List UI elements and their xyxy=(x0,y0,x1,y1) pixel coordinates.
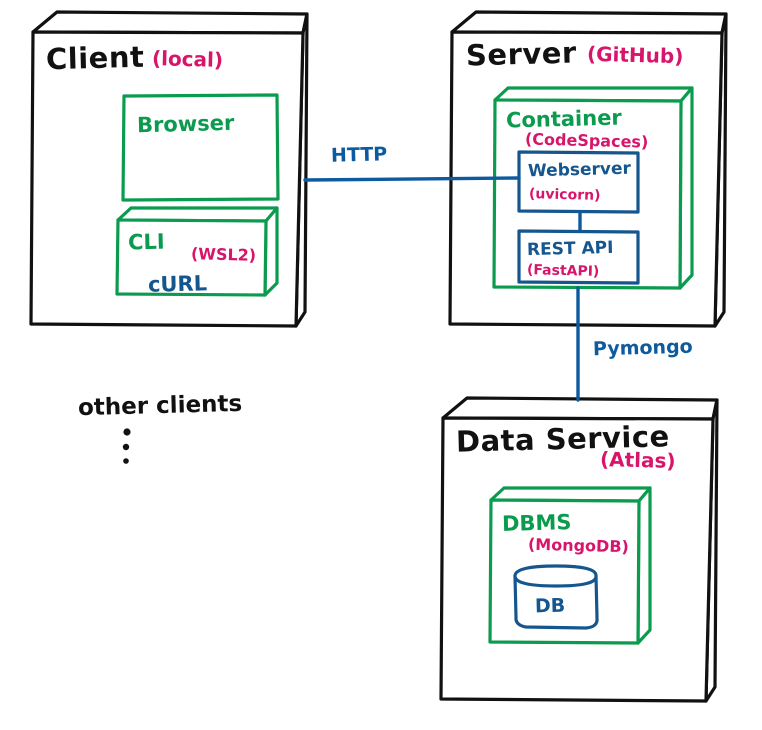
client-annotation: (local) xyxy=(152,46,224,72)
vertical-ellipsis-icon xyxy=(122,428,131,464)
browser-box-outline xyxy=(121,93,280,202)
node-client[interactable]: Client (local) Browser CLI (WSL2) cURL xyxy=(29,10,309,328)
rest-api-label: REST API xyxy=(527,238,614,260)
note-other-clients: other clients xyxy=(78,391,243,464)
http-connector-line xyxy=(303,176,521,182)
server-annotation: (GitHub) xyxy=(587,42,684,69)
pymongo-connector-label: Pymongo xyxy=(593,336,693,361)
data-service-box-top-face xyxy=(441,396,719,421)
node-dbms[interactable]: DBMS (MongoDB) DB xyxy=(488,486,652,645)
cli-box-front-face xyxy=(115,218,268,297)
node-cli[interactable]: CLI (WSL2) cURL xyxy=(115,206,279,297)
client-box-top-face xyxy=(31,10,309,35)
node-data-service[interactable]: Data Service (Atlas) DBMS (MongoDB) DB xyxy=(439,396,719,703)
dbms-label: DBMS xyxy=(502,510,572,536)
db-cylinder-body xyxy=(513,574,599,630)
other-clients-label: other clients xyxy=(78,391,243,421)
db-cylinder-top-ellipse xyxy=(513,564,598,588)
dbms-annotation: (MongoDB) xyxy=(528,535,629,557)
db-label: DB xyxy=(535,595,566,618)
container-label: Container xyxy=(506,105,623,132)
rest-api-annotation: (FastAPI) xyxy=(527,262,600,280)
cli-annotation: (WSL2) xyxy=(191,244,257,265)
node-db-cylinder[interactable]: DB xyxy=(513,564,599,630)
webserver-label: Webserver xyxy=(528,159,632,182)
server-title: Server xyxy=(466,36,578,73)
node-server[interactable]: Server (GitHub) Container (CodeSpaces) W… xyxy=(448,10,728,328)
node-rest-api[interactable]: REST API (FastAPI) xyxy=(517,229,640,285)
node-browser[interactable]: Browser xyxy=(121,93,280,202)
server-box-top-face xyxy=(450,10,728,35)
webserver-box-outline xyxy=(517,150,640,214)
connector-client-to-server[interactable]: HTTP xyxy=(303,143,521,182)
webserver-annotation: (uvicorn) xyxy=(529,186,601,204)
connector-server-to-data[interactable]: Pymongo xyxy=(576,286,693,402)
node-webserver[interactable]: Webserver (uvicorn) xyxy=(517,150,640,214)
node-container[interactable]: Container (CodeSpaces) Webserver (uvicor… xyxy=(492,86,694,290)
data-service-title: Data Service xyxy=(456,419,671,459)
rest-api-box-outline xyxy=(517,229,640,285)
browser-label: Browser xyxy=(137,111,236,138)
cli-label: CLI xyxy=(128,230,165,255)
cli-tool-curl: cURL xyxy=(148,271,208,297)
data-service-annotation: (Atlas) xyxy=(600,447,676,473)
container-annotation: (CodeSpaces) xyxy=(525,129,649,151)
http-connector-label: HTTP xyxy=(331,143,388,166)
client-title: Client xyxy=(46,40,145,77)
